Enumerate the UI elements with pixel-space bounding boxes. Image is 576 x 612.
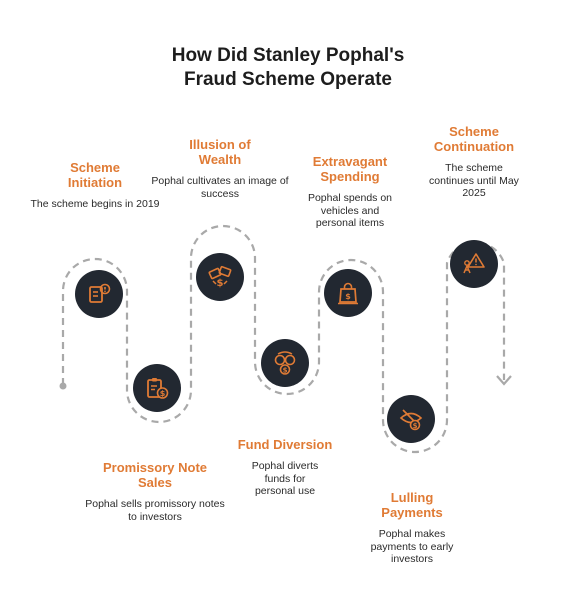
step-7-node xyxy=(450,240,498,288)
warning-continue-icon xyxy=(463,253,485,274)
path-start-dot xyxy=(59,382,67,390)
step-5-description: Pophal spends on vehicles and personal i… xyxy=(307,192,393,229)
shopping-bag-icon: $ xyxy=(338,282,358,305)
path-end-arrow xyxy=(496,375,512,386)
step-1-node xyxy=(75,270,123,318)
title-line-1: How Did Stanley Pophal's xyxy=(171,45,405,66)
step-4-label: Fund Diversion Pophal diverts funds for … xyxy=(210,437,360,498)
money-flying-icon: $ xyxy=(208,265,232,289)
step-6-node: $ xyxy=(387,395,435,443)
step-4-title: Fund Diversion xyxy=(237,437,333,452)
document-alert-icon xyxy=(89,283,111,303)
hidden-payment-icon: $ xyxy=(399,409,423,431)
step-2-node: $ xyxy=(133,364,181,412)
svg-text:$: $ xyxy=(160,389,166,398)
step-4-description: Pophal diverts funds for personal use xyxy=(251,460,319,497)
step-7-description: The scheme continues until May 2025 xyxy=(429,162,519,199)
step-5-node: $ xyxy=(324,269,372,317)
svg-text:$: $ xyxy=(217,278,224,289)
svg-text:$: $ xyxy=(283,367,288,375)
svg-text:$: $ xyxy=(413,422,418,430)
page-title: How Did Stanley Pophal's Fraud Scheme Op… xyxy=(0,44,576,92)
step-2-description: Pophal sells promissory notes to investo… xyxy=(85,498,225,523)
svg-text:$: $ xyxy=(345,292,351,301)
step-3-description: Pophal cultivates an image of success xyxy=(151,175,289,200)
step-6-description: Pophal makes payments to early investors xyxy=(370,528,454,565)
title-line-2: Fraud Scheme Operate xyxy=(183,69,393,90)
step-1-description: The scheme begins in 2019 xyxy=(30,198,160,210)
money-transfer-icon: $ xyxy=(274,351,296,375)
step-4-node: $ xyxy=(261,339,309,387)
clipboard-dollar-icon: $ xyxy=(147,378,169,399)
step-3-node: $ xyxy=(196,253,244,301)
